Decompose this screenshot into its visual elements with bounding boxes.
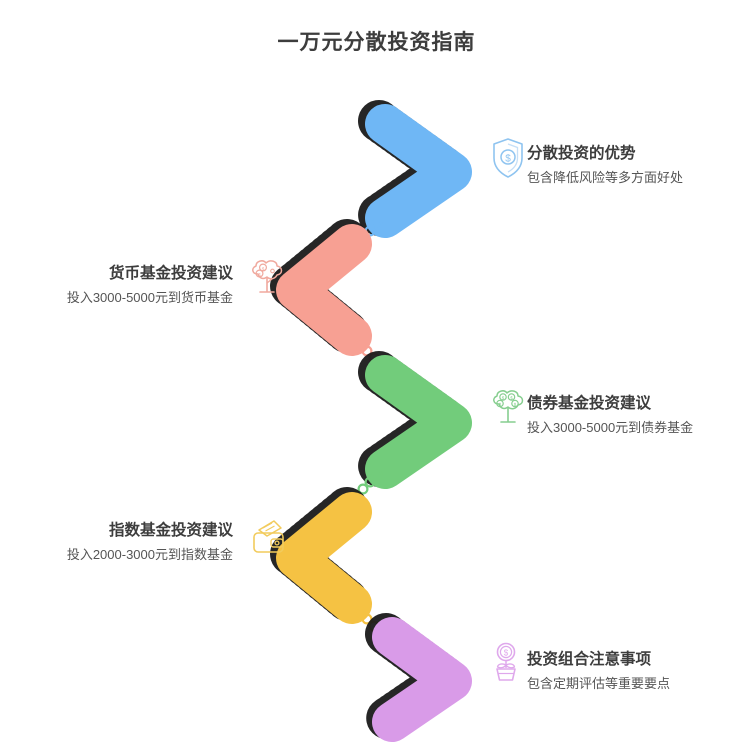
step-title-5: 投资组合注意事项	[527, 651, 652, 668]
svg-text:$: $	[505, 154, 511, 165]
step-desc-3: 投入3000-5000元到债券基金	[527, 420, 694, 436]
svg-text:$: $	[514, 402, 517, 407]
chevron-step-4[interactable]	[270, 487, 372, 624]
potted-plant-coin-icon: $	[487, 640, 525, 684]
page-title: 一万元分散投资指南	[277, 31, 476, 54]
step-desc-4: 投入2000-3000元到指数基金	[66, 547, 233, 563]
money-tree-icon: $ $	[248, 258, 286, 302]
step-text-5: 投资组合注意事项 包含定期评估等重要要点	[527, 648, 737, 695]
step-title-1: 分散投资的优势	[527, 145, 636, 162]
shield-dollar-icon: $	[489, 136, 527, 180]
step-text-3: 债券基金投资建议 投入3000-5000元到债券基金	[527, 392, 732, 439]
chevron-step-2[interactable]	[270, 219, 372, 356]
step-title-2: 货币基金投资建议	[108, 265, 233, 282]
step-desc-1: 包含降低风险等多方面好处	[527, 170, 684, 186]
svg-text:$: $	[502, 396, 505, 401]
step-title-4: 指数基金投资建议	[108, 522, 233, 539]
money-tree-icon: $ $ $ $	[489, 388, 527, 432]
wallet-cash-icon	[250, 516, 288, 560]
chevron-step-3[interactable]	[358, 351, 472, 489]
svg-text:$: $	[499, 402, 502, 407]
step-title-3: 债券基金投资建议	[527, 395, 652, 412]
step-desc-5: 包含定期评估等重要要点	[527, 676, 671, 692]
svg-text:$: $	[504, 649, 509, 658]
svg-text:$: $	[262, 266, 265, 271]
step-text-4: 指数基金投资建议 投入2000-3000元到指数基金	[28, 519, 233, 566]
chevron-step-5[interactable]	[365, 613, 472, 742]
svg-text:$: $	[258, 272, 261, 277]
step-desc-2: 投入3000-5000元到货币基金	[66, 290, 233, 306]
chevron-step-1[interactable]	[358, 100, 472, 238]
svg-text:$: $	[510, 396, 513, 401]
step-text-2: 货币基金投资建议 投入3000-5000元到货币基金	[28, 262, 233, 309]
step-text-1: 分散投资的优势 包含降低风险等多方面好处	[527, 142, 737, 189]
